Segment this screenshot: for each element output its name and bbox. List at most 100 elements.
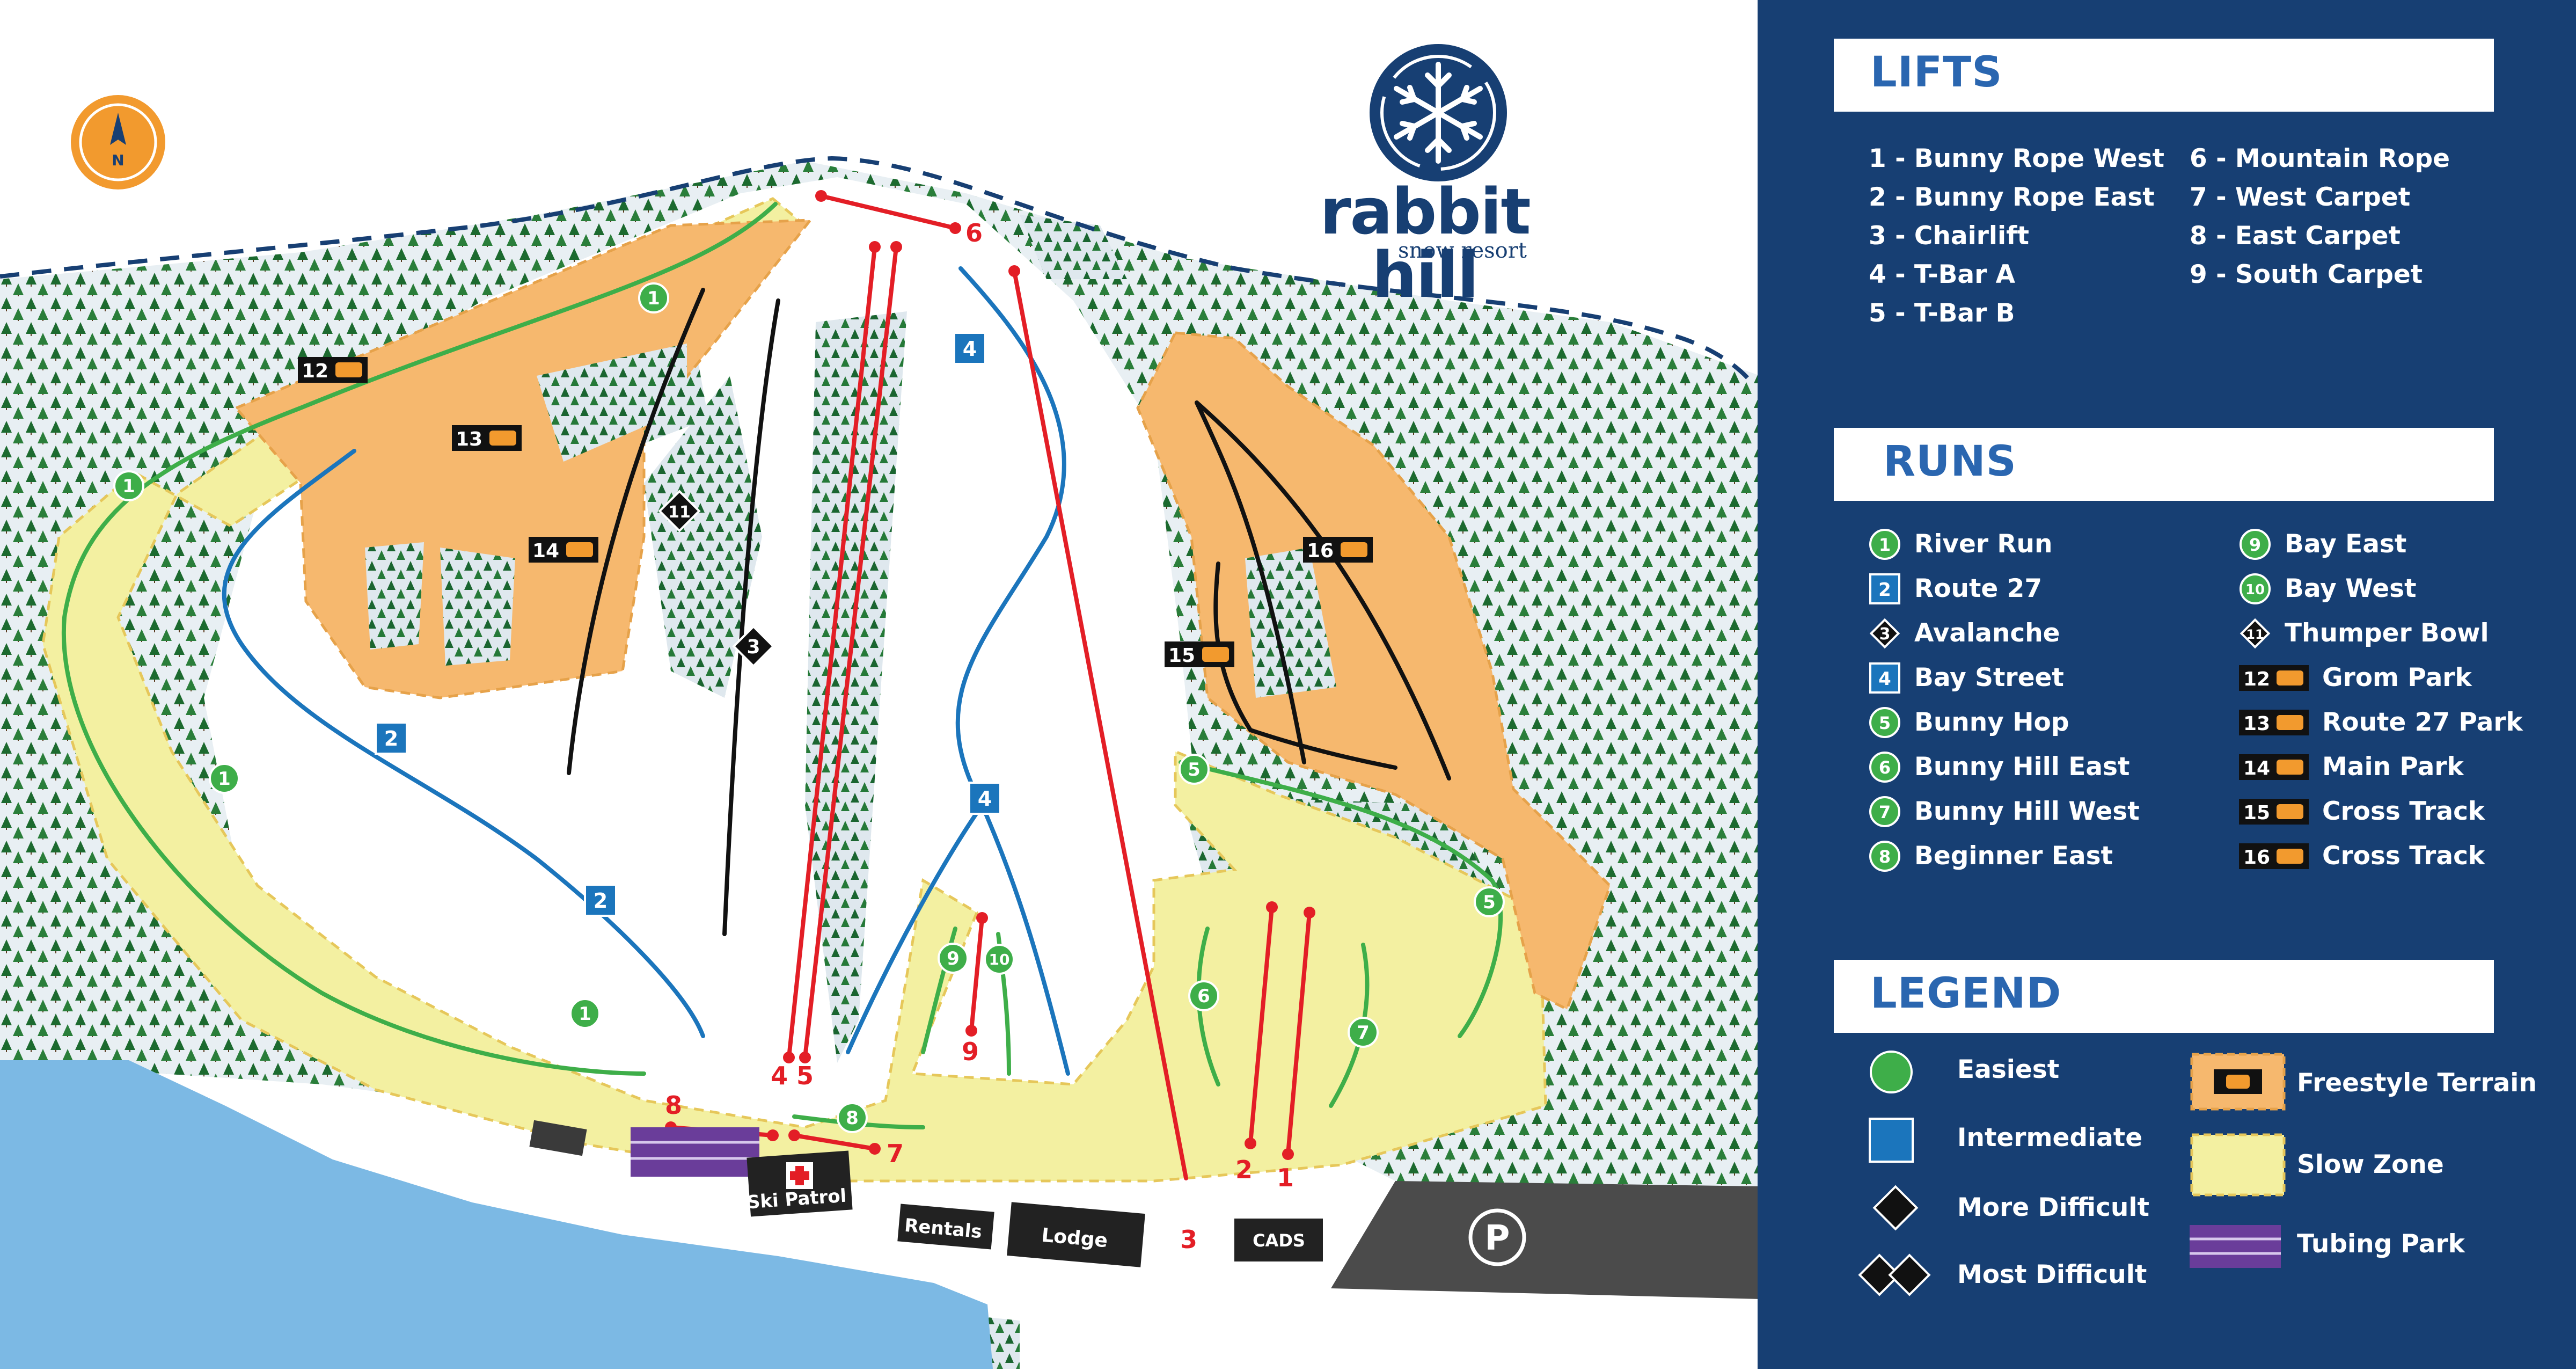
svg-text:11: 11 bbox=[668, 503, 691, 522]
run-label: Bay West bbox=[2285, 574, 2417, 603]
brand-tagline: snow resort bbox=[1398, 238, 1527, 263]
green-circle-icon: 6 bbox=[1869, 752, 1900, 783]
lift-terminals bbox=[665, 190, 1315, 1160]
double-black-diamond-icon bbox=[1858, 1253, 1931, 1296]
legend-header: LEGEND bbox=[1834, 960, 2494, 1033]
svg-text:15: 15 bbox=[2243, 802, 2270, 824]
run-label: Route 27 Park bbox=[2322, 708, 2523, 737]
runs-title: RUNS bbox=[1883, 437, 2017, 486]
brand-name: rabbit hill bbox=[1320, 174, 1531, 312]
run-markers: 1 1 1 1 5 5 6 7 8 9 10 2 2 4 4 bbox=[113, 282, 1505, 1133]
svg-text:1: 1 bbox=[218, 768, 231, 790]
svg-text:9: 9 bbox=[2249, 535, 2261, 555]
legend-label: Easiest bbox=[1957, 1055, 2060, 1084]
legend-label: Tubing Park bbox=[2297, 1229, 2465, 1259]
lift-lines bbox=[669, 194, 1312, 1180]
run-label: Beginner East bbox=[1914, 841, 2113, 871]
svg-text:8: 8 bbox=[665, 1091, 682, 1120]
svg-text:12: 12 bbox=[302, 360, 328, 382]
parking-lot bbox=[1331, 1181, 1760, 1299]
lift-item: 2 - Bunny Rope East bbox=[1869, 183, 2155, 212]
tubing-park-icon bbox=[2190, 1225, 2281, 1268]
cads-building bbox=[1234, 1219, 1323, 1261]
river bbox=[0, 1060, 993, 1369]
snowflake-logo-icon bbox=[1370, 44, 1507, 181]
svg-text:1: 1 bbox=[647, 288, 660, 309]
freestyle-marker-icon: 14 bbox=[2239, 754, 2309, 780]
green-circle-icon: 9 bbox=[2240, 529, 2271, 560]
run-label: Avalanche bbox=[1914, 618, 2060, 648]
green-circle-icon: 7 bbox=[1869, 796, 1900, 827]
black-diamond-icon: 11 bbox=[2240, 618, 2271, 649]
svg-text:5: 5 bbox=[796, 1061, 814, 1090]
tubing-park bbox=[631, 1127, 759, 1177]
lift-item: 1 - Bunny Rope West bbox=[1869, 144, 2164, 173]
svg-text:5: 5 bbox=[1188, 759, 1201, 781]
run-label: Bunny Hop bbox=[1914, 708, 2069, 737]
svg-text:5: 5 bbox=[1879, 713, 1891, 733]
run-label: Bay East bbox=[2285, 529, 2407, 559]
cads-label: CADS bbox=[1253, 1230, 1305, 1251]
black-diamond-icon: 3 bbox=[1869, 618, 1900, 649]
svg-text:9: 9 bbox=[947, 948, 960, 969]
svg-text:13: 13 bbox=[456, 428, 482, 450]
svg-text:6: 6 bbox=[1879, 757, 1891, 778]
svg-text:6: 6 bbox=[965, 218, 983, 247]
blue-square-icon bbox=[1869, 1118, 1914, 1163]
svg-text:14: 14 bbox=[2243, 757, 2270, 779]
runs-header: RUNS bbox=[1834, 428, 2494, 501]
svg-text:7: 7 bbox=[887, 1139, 904, 1168]
green-circle-icon: 10 bbox=[2240, 573, 2271, 604]
lift-item: 3 - Chairlift bbox=[1869, 221, 2030, 251]
svg-text:10: 10 bbox=[989, 951, 1010, 968]
brand-logo: rabbit hill snow resort bbox=[1234, 40, 1610, 307]
legend-label: More Difficult bbox=[1957, 1193, 2149, 1222]
freestyle-marker-icon: 16 bbox=[2239, 843, 2309, 869]
svg-text:10: 10 bbox=[2245, 582, 2265, 598]
run-label: Thumper Bowl bbox=[2285, 618, 2489, 648]
lift-item: 8 - East Carpet bbox=[2190, 221, 2401, 251]
svg-text:2: 2 bbox=[1235, 1155, 1253, 1184]
svg-text:3: 3 bbox=[1180, 1225, 1197, 1254]
area-boundary bbox=[0, 156, 1757, 388]
svg-text:6: 6 bbox=[1197, 986, 1210, 1007]
lift-numbers: 6 3 4 5 2 1 9 8 7 bbox=[665, 218, 1294, 1254]
blue-square-icon: 2 bbox=[1869, 573, 1900, 604]
run-label: River Run bbox=[1914, 529, 2053, 559]
lodge-building bbox=[1007, 1202, 1145, 1267]
svg-text:14: 14 bbox=[532, 540, 559, 562]
run-label: Cross Track bbox=[2322, 841, 2485, 871]
legend-label: Most Difficult bbox=[1957, 1260, 2147, 1289]
lift-item: 9 - South Carpet bbox=[2190, 260, 2423, 289]
lift-item: 7 - West Carpet bbox=[2190, 183, 2411, 212]
trail-map-canvas: 6 3 4 5 2 1 9 8 7 Ski Patrol Rentals Lod… bbox=[0, 156, 1760, 1369]
buildings bbox=[529, 1120, 1526, 1267]
green-circle-icon: 5 bbox=[1869, 707, 1900, 738]
svg-text:1: 1 bbox=[1879, 535, 1891, 555]
svg-text:12: 12 bbox=[2243, 668, 2270, 690]
run-label: Bunny Hill West bbox=[1914, 797, 2140, 826]
svg-text:4: 4 bbox=[1878, 668, 1891, 690]
freestyle-marker-icon: 13 bbox=[2239, 710, 2309, 735]
legend-label: Slow Zone bbox=[2297, 1150, 2444, 1179]
svg-text:4: 4 bbox=[771, 1061, 788, 1090]
svg-text:16: 16 bbox=[2243, 847, 2270, 869]
legend-label: Freestyle Terrain bbox=[2297, 1068, 2537, 1098]
blue-square-icon: 4 bbox=[1869, 662, 1900, 694]
run-label: Cross Track bbox=[2322, 797, 2485, 826]
svg-text:11: 11 bbox=[2246, 627, 2264, 642]
freestyle-marker-icon: 12 bbox=[2239, 665, 2309, 691]
run-label: Bunny Hill East bbox=[1914, 752, 2130, 782]
svg-text:8: 8 bbox=[846, 1107, 859, 1129]
lifts-title: LIFTS bbox=[1870, 48, 2003, 97]
svg-text:4: 4 bbox=[963, 337, 977, 361]
runs-intermediate bbox=[222, 266, 1070, 1076]
rentals-building bbox=[897, 1204, 994, 1250]
run-label: Grom Park bbox=[2322, 663, 2472, 692]
svg-text:3: 3 bbox=[1879, 625, 1891, 644]
freestyle-terrain-icon bbox=[2190, 1053, 2286, 1111]
slow-zone-icon bbox=[2190, 1133, 2286, 1197]
svg-text:7: 7 bbox=[1357, 1022, 1370, 1044]
lift-item: 4 - T-Bar A bbox=[1869, 260, 2016, 289]
svg-text:1: 1 bbox=[122, 476, 135, 497]
